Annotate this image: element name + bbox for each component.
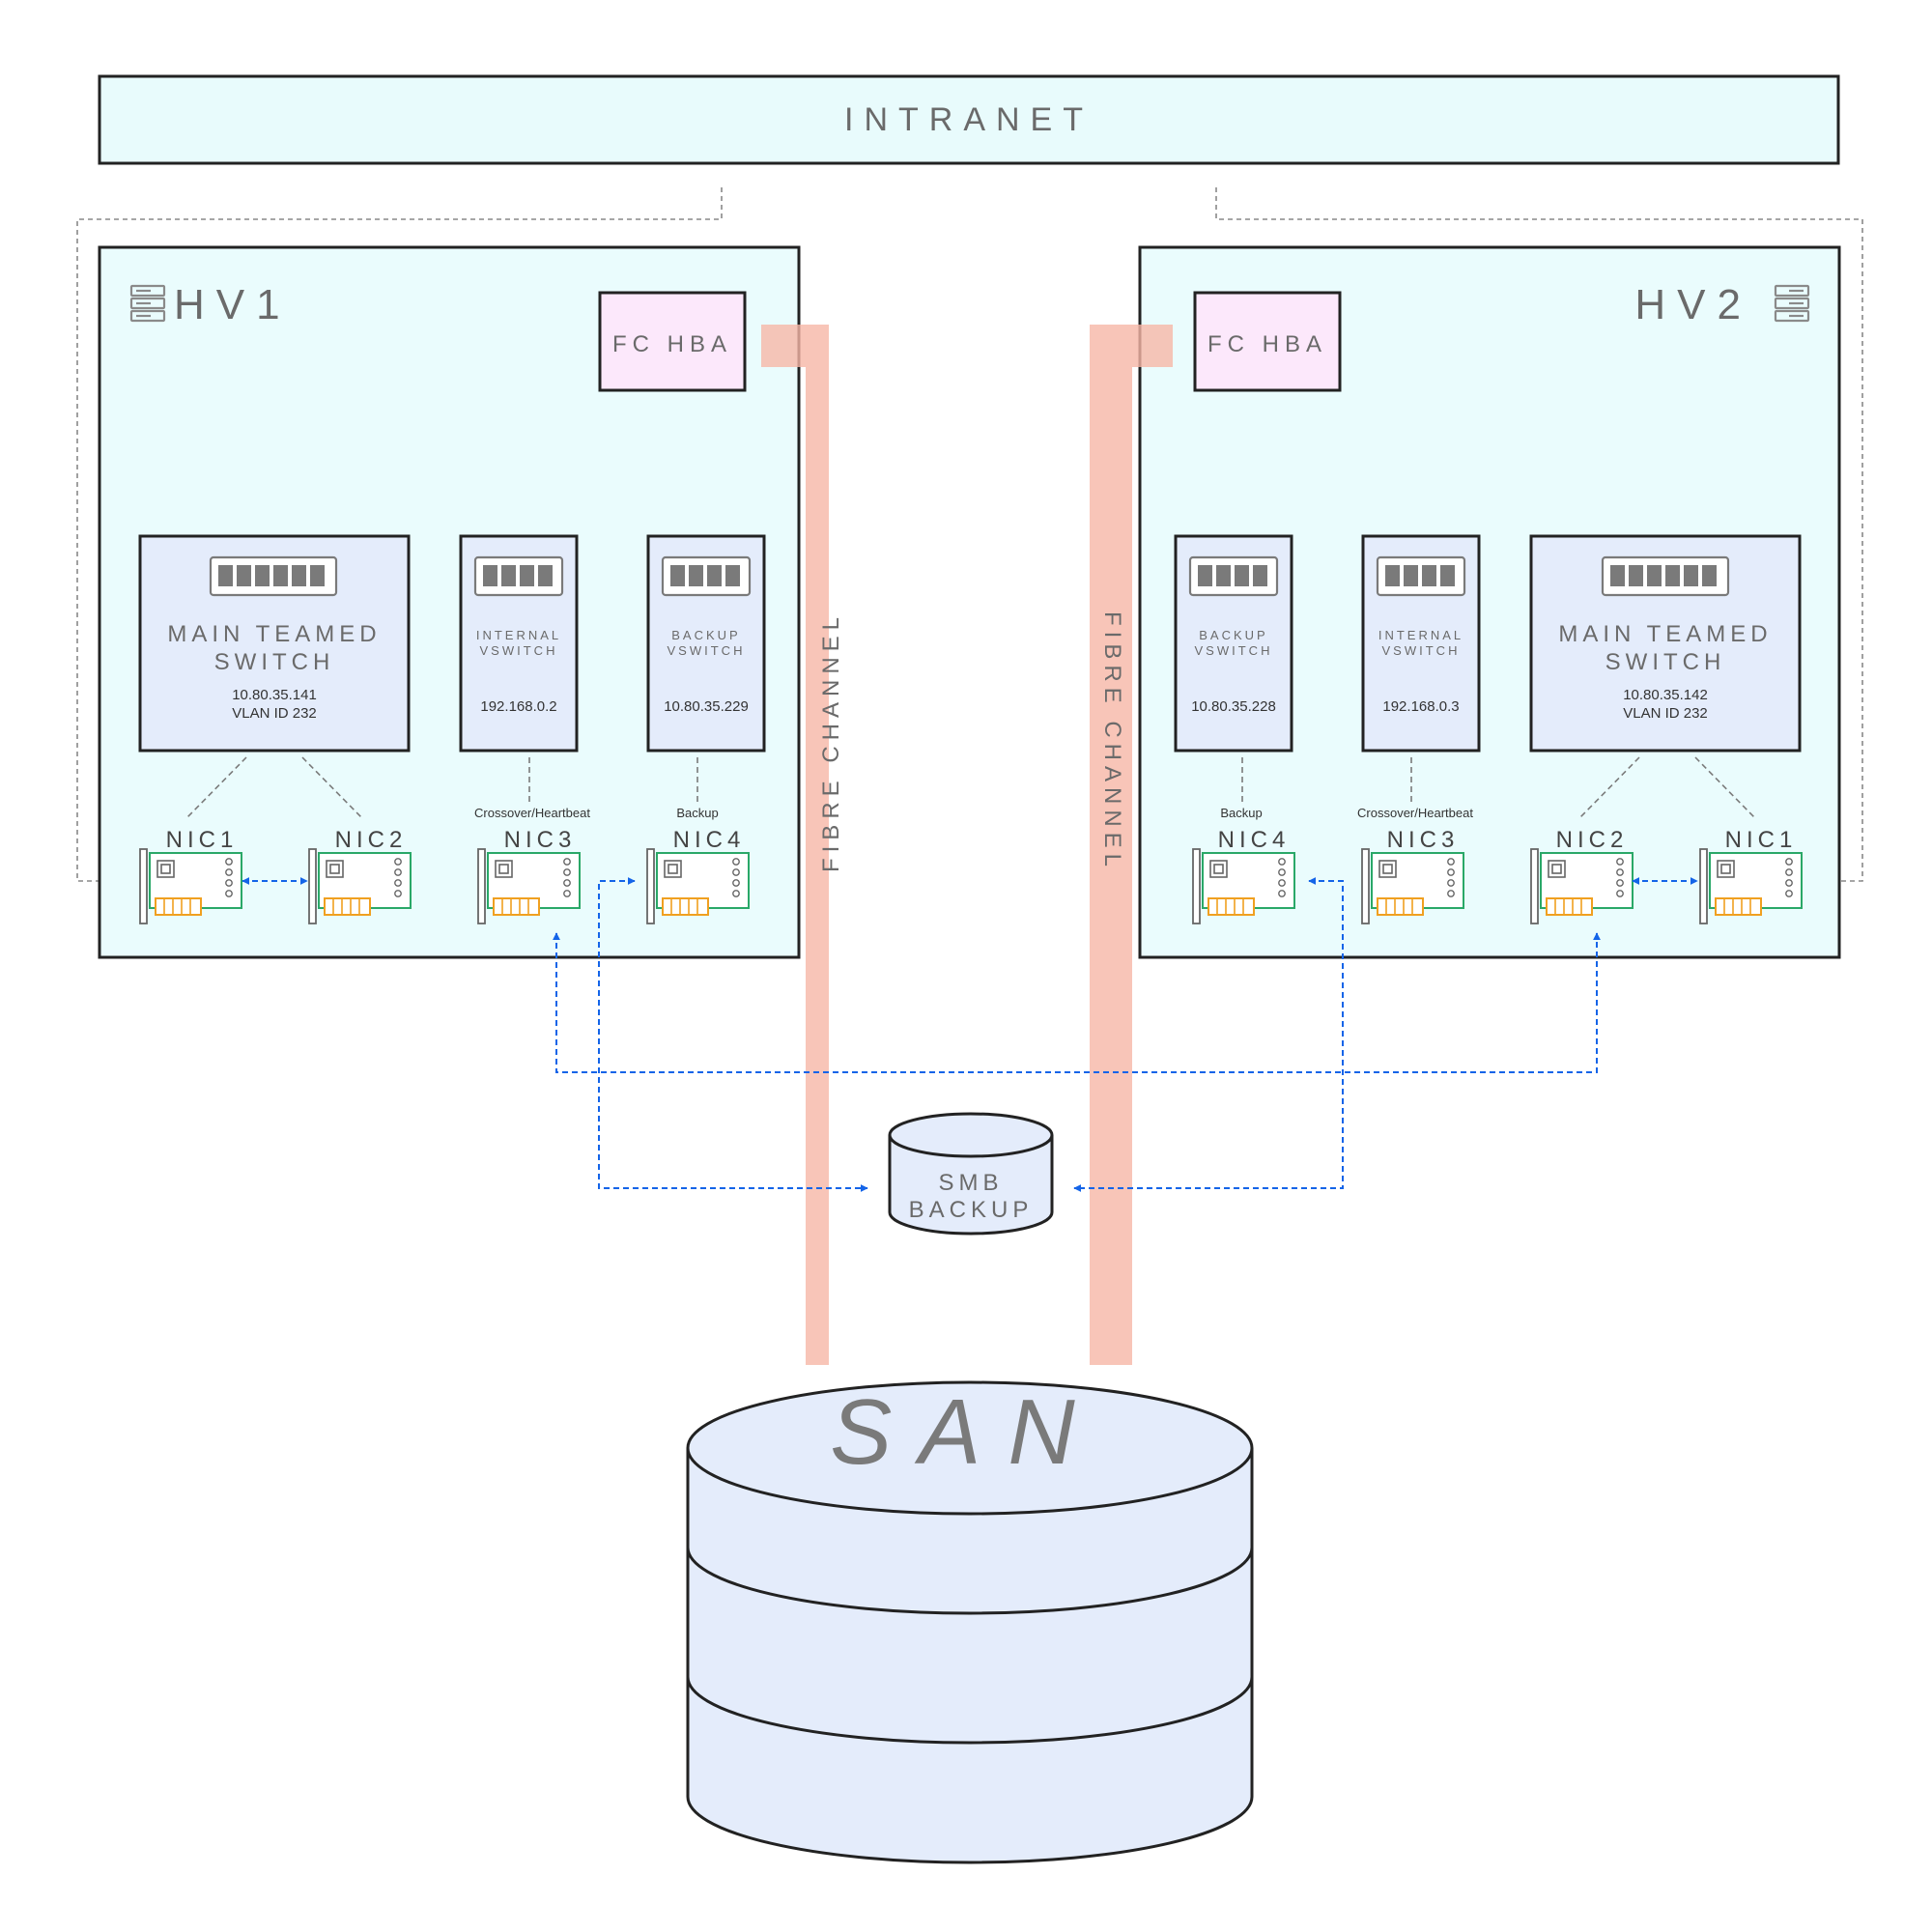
network-card-icon bbox=[477, 848, 581, 924]
switch-ports-icon bbox=[209, 555, 338, 597]
hv2-uplink-line bbox=[1215, 187, 1863, 882]
hv2-fc-hba-box bbox=[1193, 291, 1342, 392]
network-card-icon bbox=[1361, 848, 1464, 924]
nic-label: NIC1 bbox=[1725, 827, 1798, 853]
switch-title: MAIN TEAMED bbox=[167, 621, 381, 647]
hv1-fc-hba-box bbox=[598, 291, 747, 392]
hv1-title: HV1 bbox=[174, 281, 292, 328]
switch-ports-icon bbox=[473, 555, 564, 597]
hv1-main-switch: MAIN TEAMED SWITCH 10.80.35.141 VLAN ID … bbox=[138, 534, 411, 753]
switch-title: VSWITCH bbox=[668, 643, 746, 658]
intranet-box bbox=[98, 74, 1840, 165]
hv1-internal-vswitch: INTERNAL VSWITCH 192.168.0.2 bbox=[459, 534, 579, 753]
hv1-fc-hba-label: FC HBA bbox=[612, 331, 732, 357]
switch-vlan: VLAN ID 232 bbox=[232, 705, 317, 722]
san-label: SAN bbox=[830, 1380, 1101, 1484]
nic-label: NIC4 bbox=[1218, 827, 1291, 853]
smb-backup-label: SMB bbox=[938, 1170, 1003, 1196]
nic-label: NIC1 bbox=[166, 827, 239, 853]
nic-label: NIC2 bbox=[1556, 827, 1629, 853]
switch-ip: 10.80.35.141 bbox=[232, 687, 317, 703]
hv2-main-switch: MAIN TEAMED SWITCH 10.80.35.142 VLAN ID … bbox=[1529, 534, 1802, 753]
nic-label: NIC4 bbox=[673, 827, 746, 853]
hv1-uplink-line bbox=[76, 187, 723, 882]
switch-title: SWITCH bbox=[1605, 649, 1726, 675]
hv2-backup-vswitch: BACKUP VSWITCH 10.80.35.228 bbox=[1174, 534, 1293, 753]
nic-note: Backup bbox=[1220, 806, 1262, 820]
san-storage: SAN bbox=[686, 1380, 1254, 1864]
smb-backup-label: BACKUP bbox=[909, 1197, 1034, 1223]
hv2-fibre-channel-label: FIBRE CHANNEL bbox=[1099, 611, 1125, 872]
switch-ip: 10.80.35.229 bbox=[664, 698, 749, 715]
switch-ports-icon bbox=[1601, 555, 1730, 597]
intranet-label: INTRANET bbox=[844, 101, 1094, 138]
switch-title: VSWITCH bbox=[480, 643, 558, 658]
nic-note: Crossover/Heartbeat bbox=[1357, 806, 1473, 820]
switch-title: BACKUP bbox=[1199, 628, 1267, 642]
link-line bbox=[1694, 756, 1756, 819]
switch-title: VSWITCH bbox=[1195, 643, 1273, 658]
link-line bbox=[301, 756, 363, 819]
switch-ip: 192.168.0.3 bbox=[1382, 698, 1459, 715]
hv2-title: HV2 bbox=[1634, 281, 1752, 328]
smb-backup-storage: SMB BACKUP bbox=[888, 1112, 1054, 1236]
nic-note: Backup bbox=[676, 806, 718, 820]
switch-ports-icon bbox=[661, 555, 752, 597]
nic-label: NIC3 bbox=[1387, 827, 1460, 853]
nic-label: NIC3 bbox=[504, 827, 577, 853]
hv2-backup-link bbox=[1073, 877, 1344, 1192]
link-line bbox=[185, 756, 247, 819]
server-icon bbox=[129, 284, 166, 323]
hv2-internal-vswitch: INTERNAL VSWITCH 192.168.0.3 bbox=[1361, 534, 1481, 753]
switch-ports-icon bbox=[1188, 555, 1279, 597]
link-line bbox=[1578, 756, 1640, 819]
network-card-icon bbox=[1530, 848, 1634, 924]
hv1-backup-vswitch: BACKUP VSWITCH 10.80.35.229 bbox=[646, 534, 766, 753]
nic-label: NIC2 bbox=[335, 827, 408, 853]
switch-ports-icon bbox=[1376, 555, 1466, 597]
hv1-fibre-channel-label: FIBRE CHANNEL bbox=[818, 611, 844, 872]
network-card-icon bbox=[308, 848, 412, 924]
switch-title: SWITCH bbox=[214, 649, 335, 675]
network-card-icon bbox=[139, 848, 242, 924]
nic-note: Crossover/Heartbeat bbox=[474, 806, 590, 820]
switch-title: MAIN TEAMED bbox=[1558, 621, 1772, 647]
server-icon bbox=[1774, 284, 1810, 323]
switch-ip: 10.80.35.142 bbox=[1623, 687, 1708, 703]
switch-title: VSWITCH bbox=[1382, 643, 1461, 658]
switch-title: BACKUP bbox=[671, 628, 740, 642]
switch-title: INTERNAL bbox=[476, 628, 561, 642]
network-card-icon bbox=[1699, 848, 1803, 924]
switch-ip: 192.168.0.2 bbox=[480, 698, 556, 715]
hv1-backup-link bbox=[598, 877, 868, 1192]
switch-title: INTERNAL bbox=[1378, 628, 1463, 642]
switch-vlan: VLAN ID 232 bbox=[1623, 705, 1708, 722]
hv2-fc-hba-label: FC HBA bbox=[1208, 331, 1327, 357]
switch-ip: 10.80.35.228 bbox=[1191, 698, 1276, 715]
